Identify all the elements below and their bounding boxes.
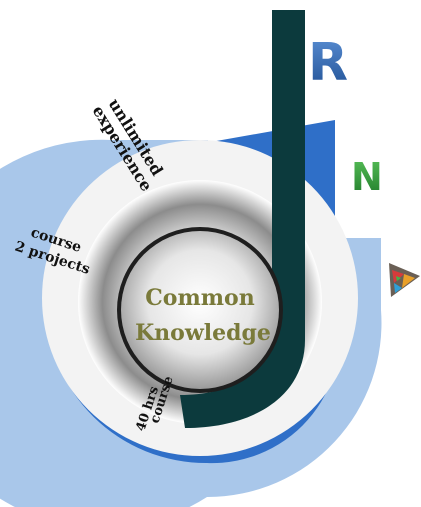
center-circle-inner [121, 231, 279, 389]
r-logo-icon: R [308, 33, 348, 93]
n-logo-icon: N [351, 155, 383, 199]
triangle-logo-icon [389, 263, 420, 297]
center-title-line2: Knowledge [135, 320, 271, 346]
center-title-line1: Common [145, 285, 254, 311]
